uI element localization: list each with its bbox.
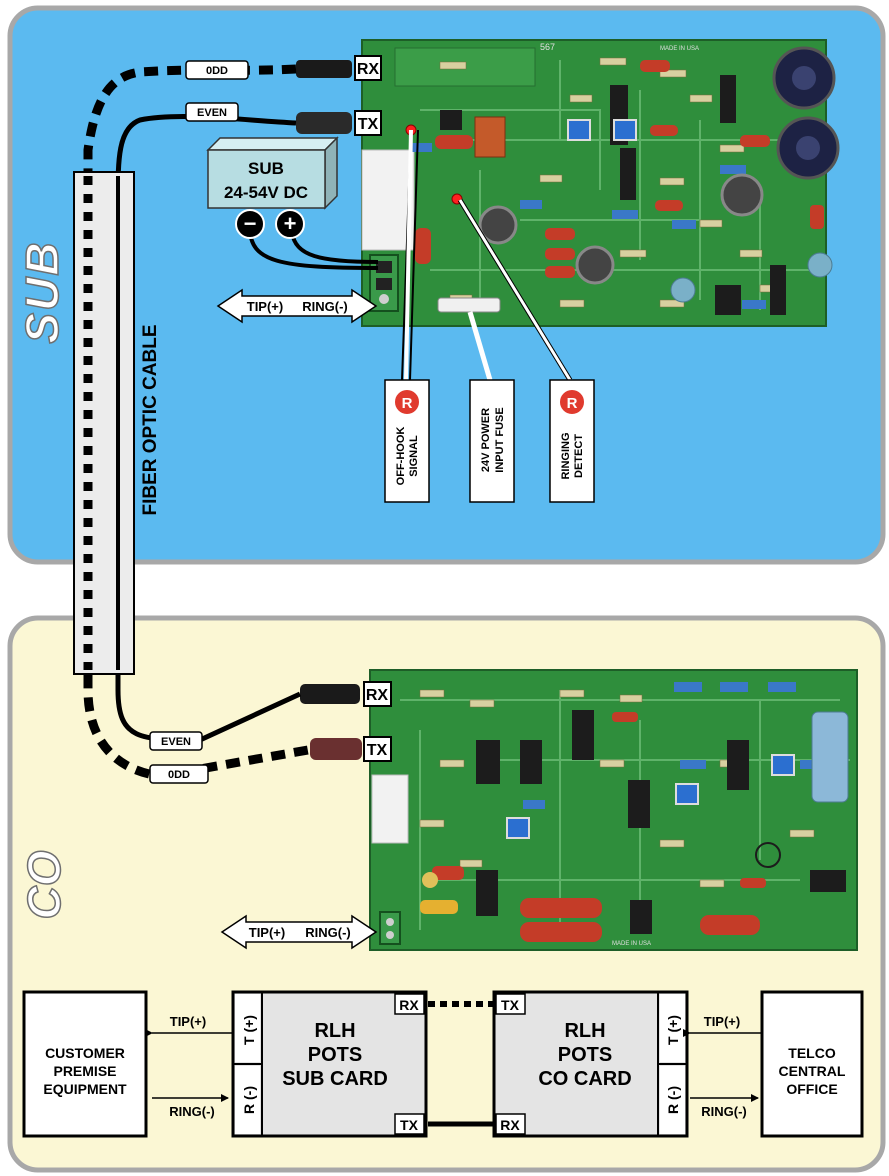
plus-sign: +: [284, 211, 297, 236]
co-tip-label: TIP(+): [249, 925, 285, 940]
co-card-t-terminal: T (+): [665, 1015, 681, 1045]
left-tip-label: TIP(+): [170, 1014, 206, 1029]
sub-card-line3: SUB CARD: [282, 1068, 388, 1090]
co-odd-label: 0DD: [168, 769, 190, 781]
sub-card-r-terminal: R (-): [241, 1086, 257, 1114]
ringing-callout: R RINGING DETECT: [550, 380, 594, 502]
off-hook-line2: SIGNAL: [408, 435, 420, 477]
right-tip-label: TIP(+): [704, 1014, 740, 1029]
co-even-label: EVEN: [161, 736, 191, 748]
co-board-made-in: MADE IN USA: [612, 941, 651, 947]
co-card-line2: POTS: [558, 1044, 612, 1066]
ringing-line1: RINGING: [560, 432, 572, 479]
fuse-callout: 24V POWER INPUT FUSE: [470, 380, 514, 502]
power-supply-voltage: 24-54V DC: [224, 183, 308, 202]
sub-board-made-in: MADE IN USA: [660, 46, 699, 52]
sub-circuit-board: 567 MADE IN USA: [362, 40, 838, 326]
sub-rx-label: RX: [357, 61, 380, 78]
co-card-r-terminal: R (-): [665, 1086, 681, 1114]
co-circuit-board: MADE IN USA: [370, 670, 857, 950]
sub-rx-connector: [296, 60, 352, 78]
ringing-badge: R: [567, 395, 578, 412]
power-supply-name: SUB: [248, 159, 284, 178]
customer-line2: PREMISE: [53, 1063, 116, 1079]
sub-odd-label: 0DD: [206, 65, 228, 77]
ringing-line2: DETECT: [573, 434, 585, 478]
sub-card-line1: RLH: [314, 1020, 355, 1042]
sub-tip-label: TIP(+): [247, 299, 283, 314]
customer-line3: EQUIPMENT: [43, 1081, 127, 1097]
fuse-line1: 24V POWER: [480, 408, 492, 472]
left-ring-label: RING(-): [169, 1104, 215, 1119]
co-card-line1: RLH: [564, 1020, 605, 1042]
co-card-tx: TX: [501, 997, 520, 1013]
co-tx-connector: [310, 738, 362, 760]
sub-ring-label: RING(-): [302, 299, 348, 314]
co-ring-label: RING(-): [305, 925, 351, 940]
co-card-line3: CO CARD: [538, 1068, 631, 1090]
sub-card-rx: RX: [399, 997, 419, 1013]
sub-power-supply: SUB 24-54V DC: [208, 138, 337, 208]
off-hook-callout: R OFF-HOOK SIGNAL: [385, 380, 429, 502]
telco-line3: OFFICE: [786, 1081, 837, 1097]
customer-line1: CUSTOMER: [45, 1045, 125, 1061]
sub-card-line2: POTS: [308, 1044, 362, 1066]
fiber-optic-cable-label: FIBER OPTIC CABLE: [140, 324, 161, 515]
sub-tx-connector: [296, 112, 352, 134]
co-rx-label: RX: [366, 687, 389, 704]
sub-card-tx: TX: [400, 1117, 419, 1133]
sub-tx-label: TX: [358, 116, 379, 133]
off-hook-line1: OFF-HOOK: [395, 427, 407, 486]
sub-even-label: EVEN: [197, 107, 227, 119]
co-tx-label: TX: [367, 742, 388, 759]
minus-sign: −: [244, 211, 257, 236]
telco-line1: TELCO: [788, 1045, 836, 1061]
sub-section-label: SUB: [16, 240, 68, 343]
co-card-rx: RX: [500, 1117, 520, 1133]
sub-card-t-terminal: T (+): [241, 1015, 257, 1045]
co-rx-connector: [300, 684, 360, 704]
fuse-line2: INPUT FUSE: [494, 407, 506, 472]
right-ring-label: RING(-): [701, 1104, 747, 1119]
sub-board-marking: 567: [540, 42, 555, 52]
fiber-optic-cable-jacket: [74, 172, 134, 674]
off-hook-badge: R: [402, 395, 413, 412]
telco-line2: CENTRAL: [779, 1063, 846, 1079]
co-section-label: CO: [18, 850, 70, 919]
